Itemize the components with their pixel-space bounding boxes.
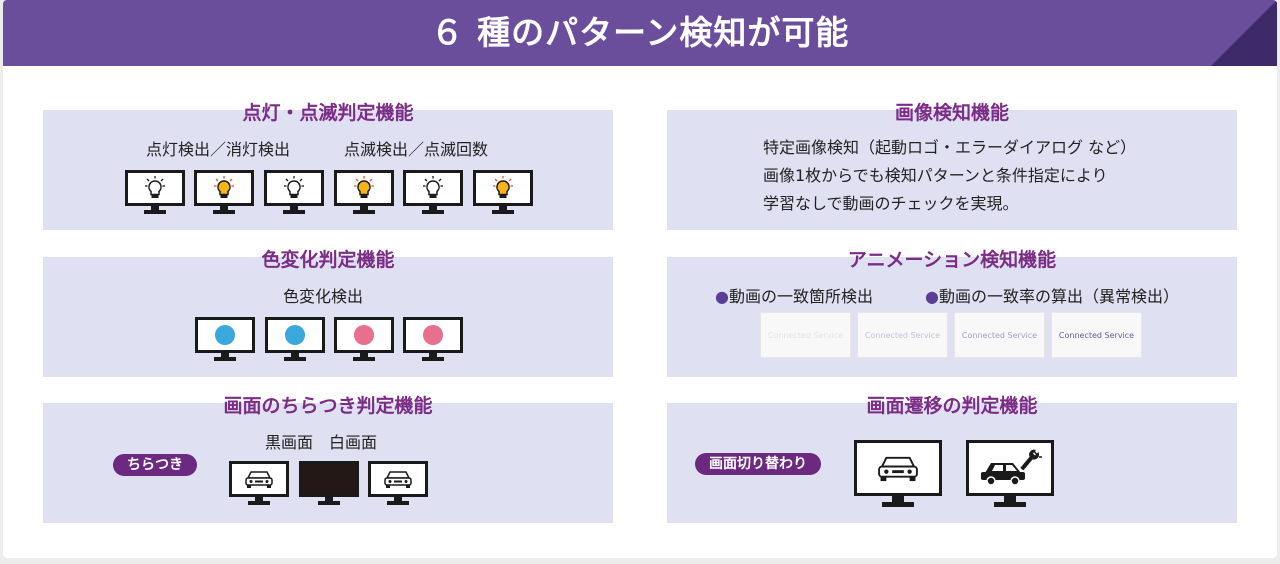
infographic-frame: ６ 種のパターン検知が可能 点灯・点滅判定機能 点灯検出／消灯検出 点滅検出／点… [3,0,1277,558]
flicker-pill: ちらつき [113,454,197,476]
panel-flicker-title: 画面のちらつき判定機能 [223,395,433,417]
lightbulb-off-icon [423,176,443,198]
animation-frame-2: Connected Service [857,312,948,358]
animation-frame-1: Connected Service [760,312,851,358]
panel-animation-detection: アニメーション検知機能 ●動画の一致箇所検出 ●動画の一致率の算出（異常検出） [667,249,1237,377]
lightbulb-on-icon [354,176,374,198]
lighting-label-on-off: 点灯検出／消灯検出 [146,140,291,159]
image-desc-line-1: 特定画像検知（起動ロゴ・エラーダイアログ など） [763,138,1137,157]
lightbulb-off-icon [145,176,165,198]
monitor-car-white [229,461,289,505]
panel-animation-title: アニメーション検知機能 [847,249,1057,271]
panel-image-title: 画像検知機能 [894,102,1009,124]
monitor-car-transition-before [854,440,942,508]
lightbulb-on-icon [493,176,513,198]
animation-bullet-match-location: ●動画の一致箇所検出 [715,287,873,306]
pink-dot-icon [423,325,443,345]
panel-lighting: 点灯・点滅判定機能 点灯検出／消灯検出 点滅検出／点滅回数 [43,102,613,230]
lightbulb-off-icon [284,176,304,198]
panel-screen-transition: 画面遷移の判定機能 画面切り替わり [667,395,1237,523]
pink-dot-icon [354,325,374,345]
monitor-black-screen [299,461,359,505]
monitor-bulb-on [473,170,533,214]
bullet-dot-icon: ● [925,287,939,306]
image-desc-line-3: 学習なしで動画のチェックを実現。 [763,194,1019,213]
car-icon [384,471,412,488]
banner-title: ６ 種のパターン検知が可能 [430,13,850,52]
transition-pill: 画面切り替わり [695,453,821,475]
monitor-bulb-off [125,170,185,214]
monitor-car-transition-after [966,440,1054,508]
bullet-dot-icon: ● [715,287,729,306]
animation-frame-3: Connected Service [954,312,1045,358]
monitor-bulb-on [194,170,254,214]
car-repair-icon [981,449,1042,486]
monitor-bulb-on [334,170,394,214]
animation-frame-4: Connected Service [1051,312,1142,358]
panel-color-change: 色変化判定機能 色変化検出 [43,249,613,377]
color-label: 色変化検出 [283,287,364,306]
monitor-color-pink [334,317,394,361]
panel-image-detection: 画像検知機能 特定画像検知（起動ロゴ・エラーダイアログ など） 画像1枚からでも… [667,102,1237,230]
monitor-car-white [368,461,428,505]
panel-flicker: 画面のちらつき判定機能 黒画面 白画面 ちらつき [43,395,613,523]
image-description: 特定画像検知（起動ロゴ・エラーダイアログ など） 画像1枚からでも検知パターンと… [763,134,1136,218]
flicker-label: 黒画面 白画面 [265,433,378,452]
lighting-label-blink: 点滅検出／点滅回数 [344,140,489,159]
lightbulb-on-icon [214,176,234,198]
car-icon [245,471,273,488]
monitor-bulb-off [403,170,463,214]
car-icon [878,456,918,482]
monitor-bulb-off [264,170,324,214]
header-banner: ６ 種のパターン検知が可能 [3,0,1277,66]
image-desc-line-2: 画像1枚からでも検知パターンと条件指定により [763,166,1108,185]
animation-bullet-match-rate: ●動画の一致率の算出（異常検出） [925,287,1179,306]
blue-dot-icon [215,325,235,345]
panel-lighting-title: 点灯・点滅判定機能 [242,102,414,124]
blue-dot-icon [285,325,305,345]
monitor-color-blue [265,317,325,361]
monitor-color-pink [403,317,463,361]
panel-color-title: 色変化判定機能 [261,249,395,271]
banner-corner-accent [1211,0,1277,66]
monitor-color-blue [195,317,255,361]
panel-transition-title: 画面遷移の判定機能 [866,395,1038,417]
